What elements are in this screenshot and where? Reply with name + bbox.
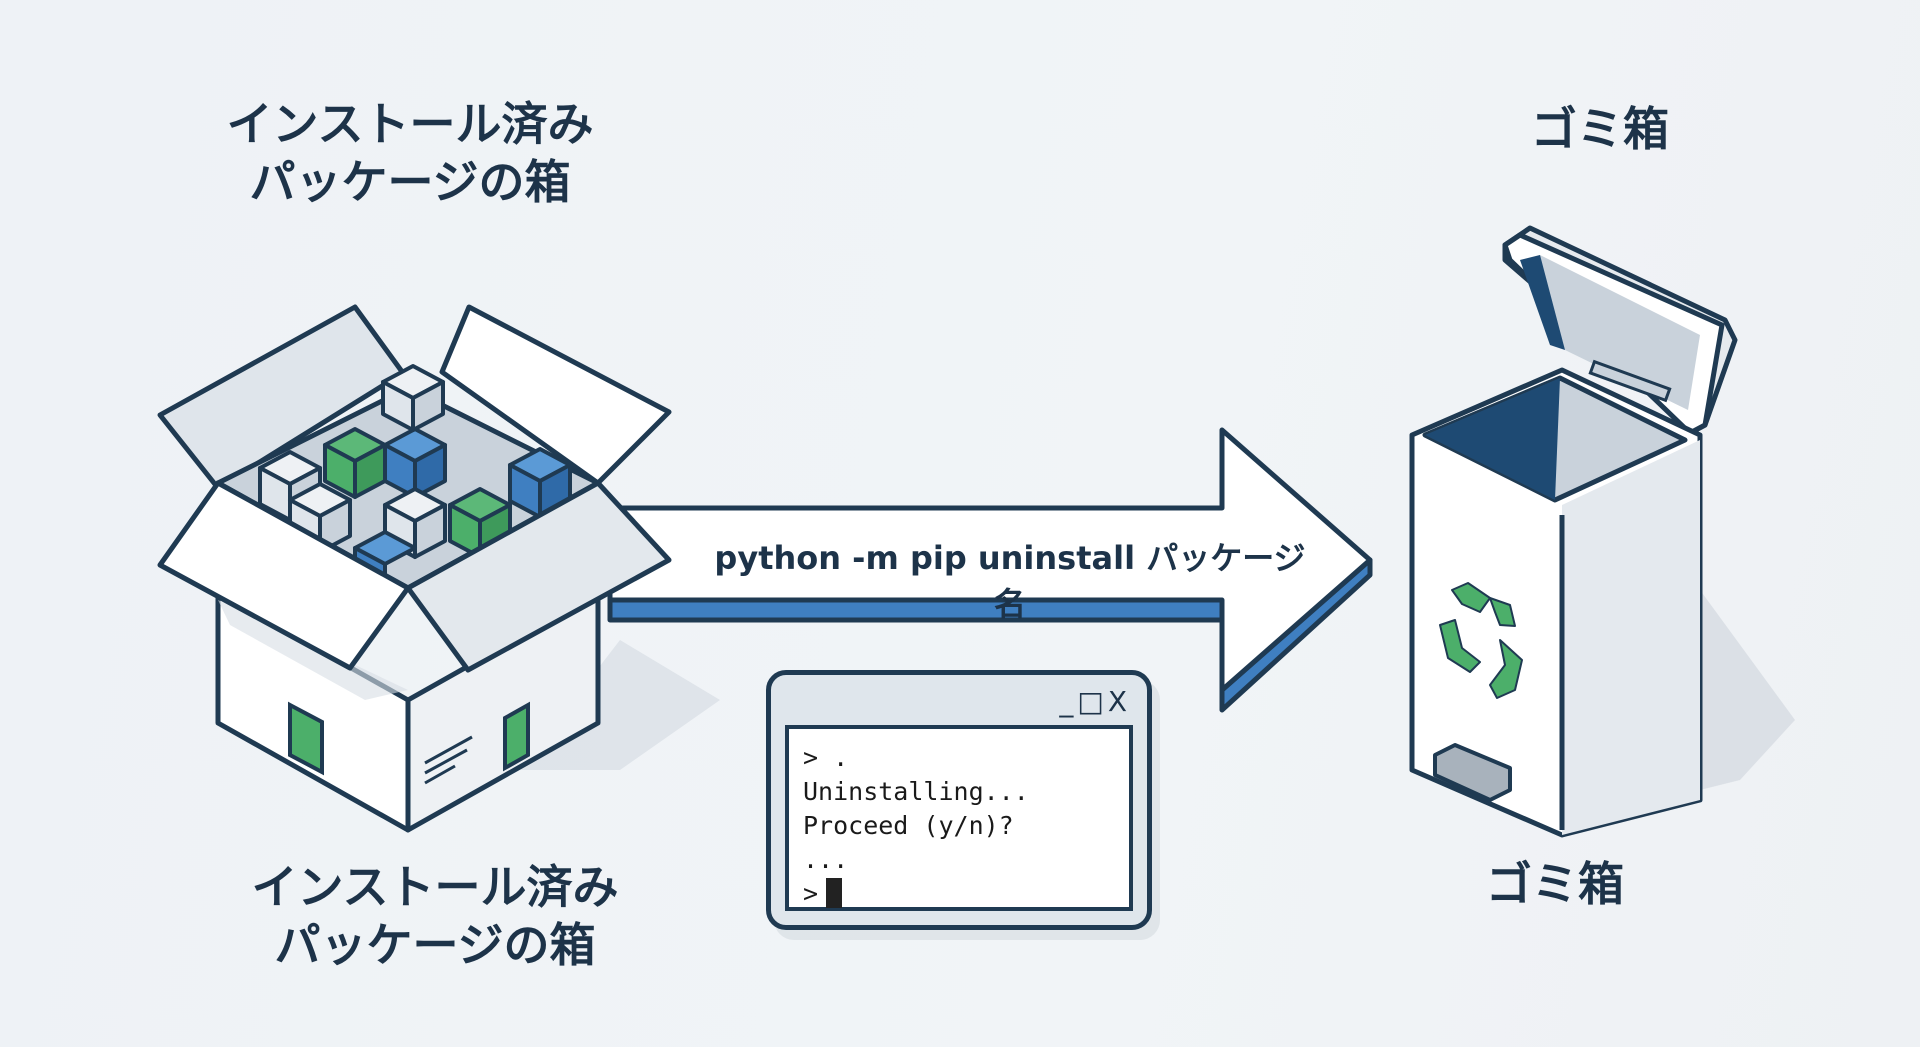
open-box-with-package-cubes-icon xyxy=(157,304,720,833)
terminal-prompt-line[interactable]: > xyxy=(803,877,1115,911)
trash-can-with-recycle-symbol-icon xyxy=(1409,225,1795,838)
text-cursor xyxy=(826,878,843,908)
close-icon[interactable]: X xyxy=(1107,685,1131,718)
terminal-line: Proceed (y/n)? xyxy=(803,811,1014,840)
uninstall-command-label: python -m pip uninstall パッケージ名 xyxy=(714,539,1306,623)
terminal-output: > . Uninstalling... Proceed (y/n)? ... > xyxy=(785,725,1133,911)
terminal-line: ... xyxy=(803,845,849,874)
installed-packages-box-caption: インストール済み パッケージの箱 xyxy=(215,858,655,974)
caption-line-2: パッケージの箱 xyxy=(274,918,596,972)
terminal-line: > . xyxy=(803,743,849,772)
installed-packages-box-title: インストール済み パッケージの箱 xyxy=(190,95,630,211)
right-arrow-icon xyxy=(607,427,1373,713)
title-line-1: インストール済み xyxy=(226,97,594,151)
trash-can-title: ゴミ箱 xyxy=(1531,102,1669,156)
window-controls: _□X xyxy=(1059,685,1131,718)
caption-line-1: インストール済み xyxy=(251,860,619,914)
title-line-2: パッケージの箱 xyxy=(249,155,571,209)
trash-can-caption: ゴミ箱 xyxy=(1486,857,1624,911)
terminal-line: Uninstalling... xyxy=(803,777,1029,806)
prompt-symbol: > xyxy=(803,879,819,908)
terminal-window: _□X > . Uninstalling... Proceed (y/n)? .… xyxy=(766,670,1152,930)
maximize-icon[interactable]: □ xyxy=(1077,685,1108,718)
minimize-icon[interactable]: _ xyxy=(1059,685,1078,718)
